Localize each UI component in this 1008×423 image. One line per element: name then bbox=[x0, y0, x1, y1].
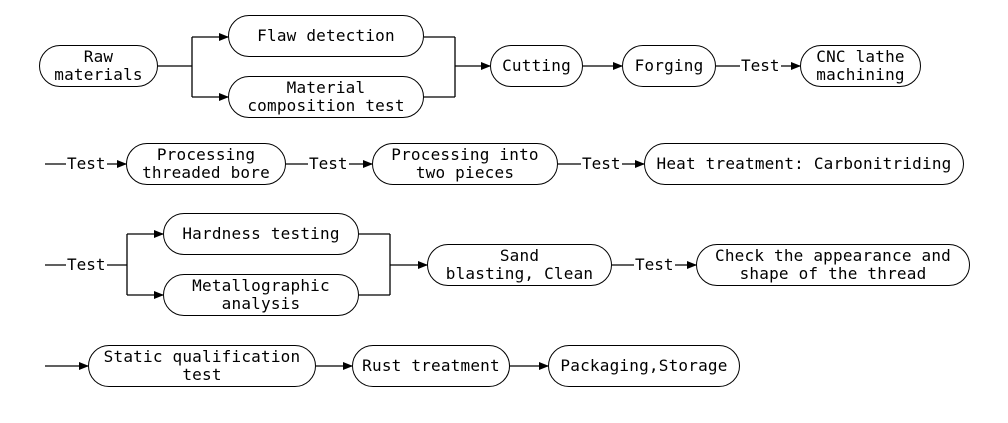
node-material-composition-test: Material composition test bbox=[228, 76, 424, 118]
node-flaw-detection: Flaw detection bbox=[228, 15, 424, 57]
node-packaging-storage: Packaging,Storage bbox=[548, 345, 740, 387]
node-hardness-testing: Hardness testing bbox=[163, 213, 359, 255]
test-label: Test bbox=[308, 154, 349, 173]
node-static-qualification-test: Static qualification test bbox=[88, 345, 316, 387]
node-sand-blasting: Sand blasting, Clean bbox=[427, 244, 612, 286]
node-raw-materials: Raw materials bbox=[39, 45, 158, 87]
test-label: Test bbox=[66, 255, 107, 274]
node-check-thread: Check the appearance and shape of the th… bbox=[696, 244, 970, 286]
test-label: Test bbox=[66, 154, 107, 173]
node-cutting: Cutting bbox=[490, 45, 583, 87]
node-heat-treatment: Heat treatment: Carbonitriding bbox=[644, 143, 964, 185]
node-processing-into-two-pieces: Processing into two pieces bbox=[372, 143, 558, 185]
test-label: Test bbox=[740, 56, 781, 75]
test-label: Test bbox=[634, 255, 675, 274]
node-cnc-lathe-machining: CNC lathe machining bbox=[800, 45, 921, 87]
node-metallographic-analysis: Metallographic analysis bbox=[163, 274, 359, 316]
node-rust-treatment: Rust treatment bbox=[352, 345, 510, 387]
test-label: Test bbox=[581, 154, 622, 173]
node-processing-threaded-bore: Processing threaded bore bbox=[126, 143, 286, 185]
node-forging: Forging bbox=[622, 45, 716, 87]
